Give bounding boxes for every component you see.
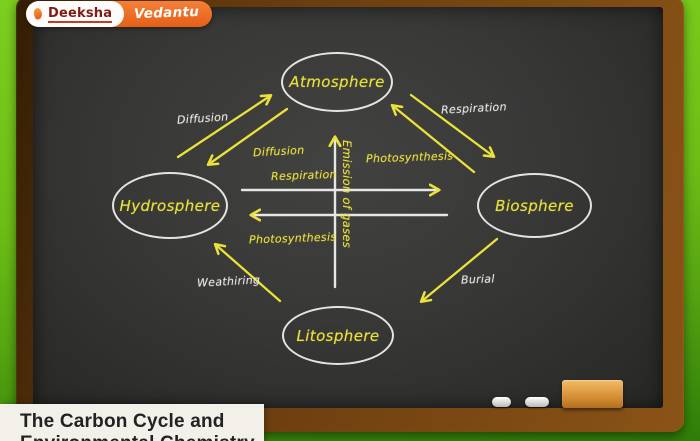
vedantu-wordmark: Vedantu: [133, 3, 200, 23]
label-emission-of-gases: Emission of gases: [340, 140, 354, 249]
brand-badge: Deeksha Vedantu: [26, 1, 213, 27]
label-respiration-yellow: Respiration: [270, 167, 338, 184]
node-atmosphere-label: Atmosphere: [289, 73, 385, 91]
board-eraser: [562, 380, 623, 408]
deeksha-flame-icon: [32, 6, 45, 22]
node-litosphere-label: Litosphere: [296, 326, 380, 345]
deeksha-logo: Deeksha: [26, 1, 125, 27]
caption-line-2: Environmental Chemistry: [20, 433, 258, 441]
chalk-piece-large: [525, 397, 549, 407]
node-biosphere: Biosphere: [477, 173, 592, 238]
node-hydrosphere-label: Hydrosphere: [119, 196, 221, 215]
chalk-piece-small: [492, 397, 511, 407]
node-litosphere: Litosphere: [282, 306, 394, 365]
node-hydrosphere: Hydrosphere: [112, 172, 228, 239]
caption-line-1: The Carbon Cycle and: [20, 411, 225, 432]
node-atmosphere: Atmosphere: [281, 52, 393, 112]
label-diffusion-yellow: Diffusion: [252, 143, 305, 160]
node-biosphere-label: Biosphere: [495, 196, 574, 215]
caption-box: The Carbon Cycle and Environmental Chemi…: [0, 404, 264, 441]
deeksha-wordmark: Deeksha: [48, 5, 113, 23]
label-burial: Burial: [460, 272, 495, 287]
